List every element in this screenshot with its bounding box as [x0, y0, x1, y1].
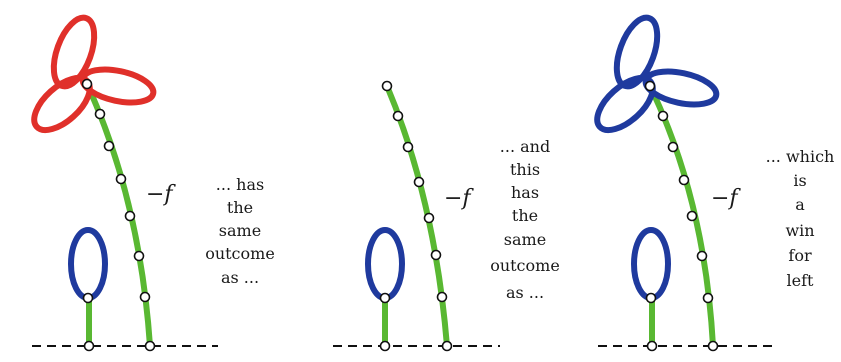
caption-line: ... which [766, 147, 835, 166]
caption-line: ... has [216, 175, 264, 194]
caption-line: a [795, 195, 805, 214]
minus-f-label: −f [444, 186, 474, 211]
node [647, 294, 656, 303]
node [648, 342, 657, 351]
node [688, 212, 697, 221]
caption-line: as ... [221, 268, 259, 287]
tall-stalk [87, 84, 150, 346]
panel-2: −f ... and this has the same outcome as … [333, 82, 560, 351]
node [96, 110, 105, 119]
node [394, 112, 403, 121]
node [669, 143, 678, 152]
minus-f-label: −f [146, 182, 176, 207]
node [83, 80, 92, 89]
node [425, 214, 434, 223]
caption-line: win [785, 221, 814, 240]
node [698, 252, 707, 261]
caption-line: as ... [506, 283, 544, 302]
caption: ... which is a win for left [766, 147, 835, 290]
caption-line: is [793, 171, 806, 190]
node [709, 342, 718, 351]
minus-f-label: −f [711, 186, 741, 211]
blue-loop [634, 230, 668, 298]
caption-line: the [227, 198, 253, 217]
node [381, 294, 390, 303]
blue-flower [588, 12, 719, 139]
node [438, 293, 447, 302]
caption-line: same [504, 230, 546, 249]
node [135, 252, 144, 261]
blue-loop [368, 230, 402, 298]
node [680, 176, 689, 185]
caption: ... has the same outcome as ... [205, 175, 275, 287]
node [415, 178, 424, 187]
node [146, 342, 155, 351]
tall-stalk [650, 86, 713, 346]
caption-line: the [512, 206, 538, 225]
caption-line: for [788, 246, 812, 265]
node [443, 342, 452, 351]
blue-loop [71, 230, 105, 298]
caption-line: left [787, 271, 815, 290]
caption-line: same [219, 221, 261, 240]
node [404, 143, 413, 152]
node [383, 82, 392, 91]
tall-stalk [387, 86, 447, 346]
node [85, 342, 94, 351]
caption-line: outcome [490, 256, 560, 275]
panel-1: −f ... has the same outcome as ... [25, 12, 274, 350]
node [105, 142, 114, 151]
node [84, 294, 93, 303]
node [117, 175, 126, 184]
node [432, 251, 441, 260]
caption-line: has [511, 183, 539, 202]
node [646, 82, 655, 91]
node [141, 293, 150, 302]
caption-line: outcome [205, 244, 275, 263]
red-flower [25, 12, 156, 139]
caption-line: this [510, 160, 540, 179]
node [704, 294, 713, 303]
node [659, 112, 668, 121]
node [126, 212, 135, 221]
panel-3: −f ... which is a win for left [588, 12, 834, 350]
caption: ... and this has the same outcome as ... [490, 137, 560, 302]
caption-line: ... and [500, 137, 550, 156]
node [381, 342, 390, 351]
